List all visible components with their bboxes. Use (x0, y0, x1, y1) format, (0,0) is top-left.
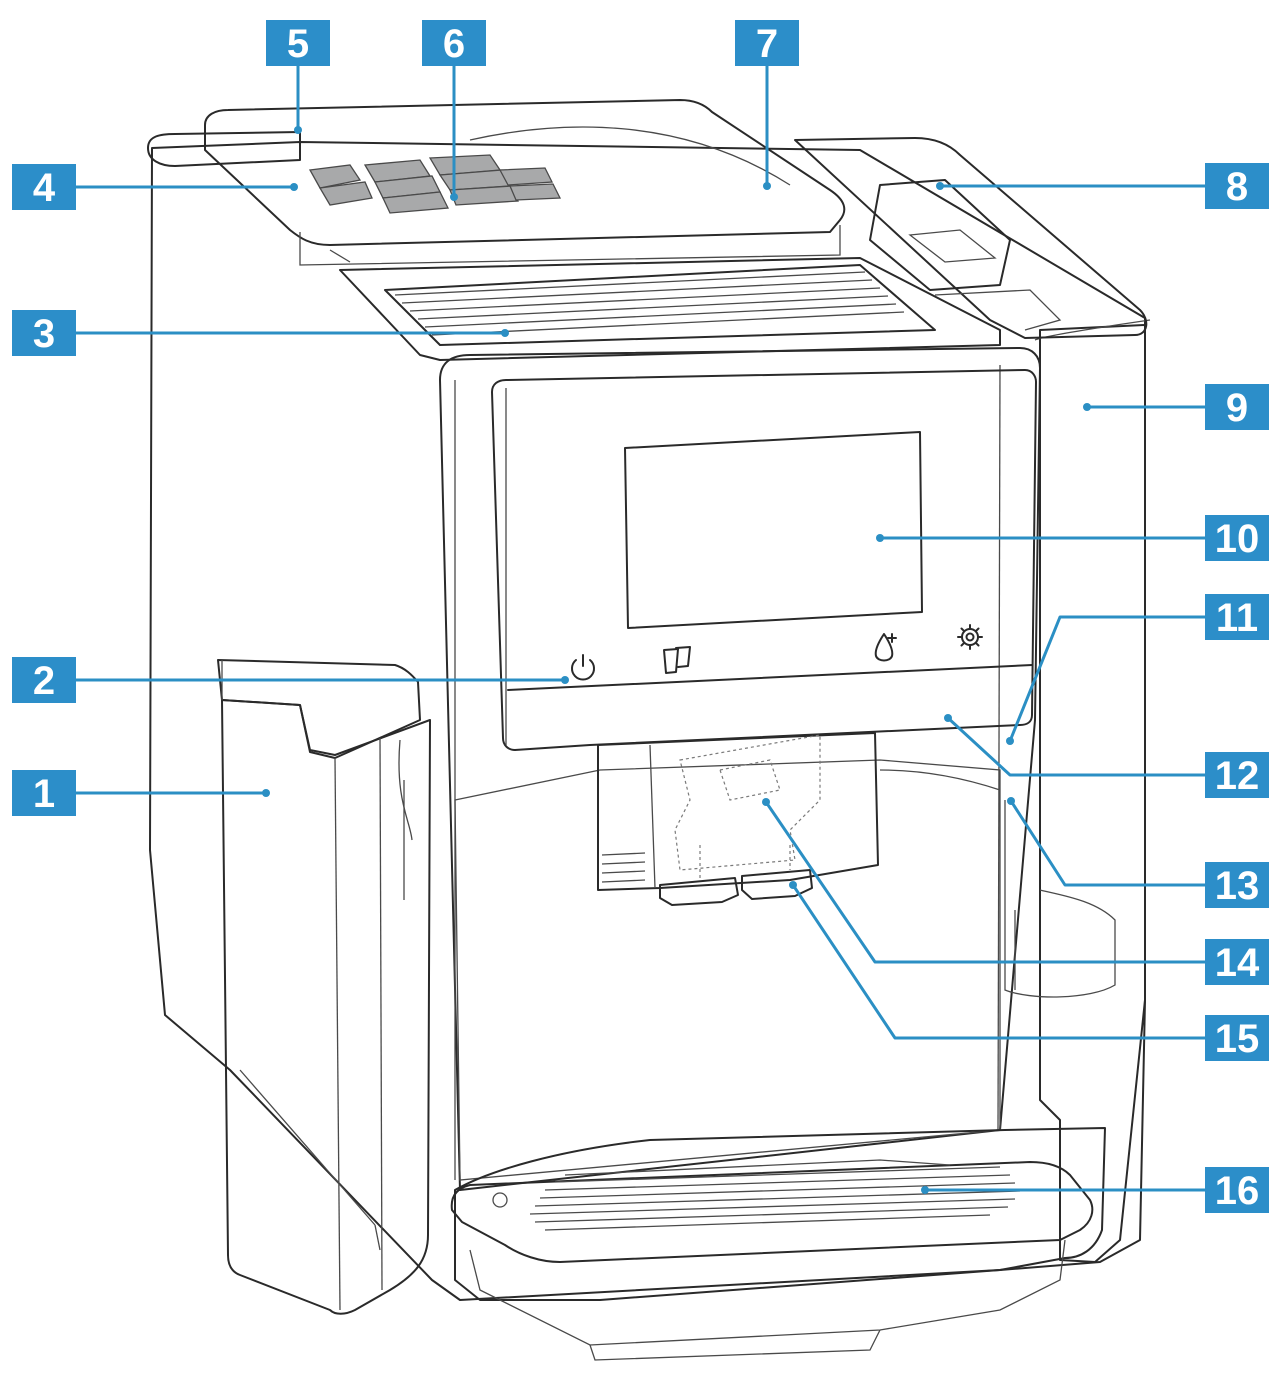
svg-text:2: 2 (33, 659, 55, 703)
callout-10: 10 (1205, 515, 1269, 561)
svg-text:3: 3 (33, 312, 55, 356)
svg-text:4: 4 (33, 166, 56, 210)
svg-text:1: 1 (33, 772, 55, 816)
callout-8: 8 (1205, 163, 1269, 209)
callout-4: 4 (12, 164, 76, 210)
svg-text:8: 8 (1226, 165, 1248, 209)
callout-7: 7 (735, 20, 799, 66)
callout-16: 16 (1205, 1167, 1269, 1213)
drip-grill (529, 1159, 1021, 1231)
milk-container (217, 659, 431, 1315)
svg-text:10: 10 (1215, 517, 1260, 561)
tray-lid (339, 257, 1001, 361)
svg-text:13: 13 (1215, 864, 1260, 908)
callout-3: 3 (12, 310, 76, 356)
drip-tray (450, 1127, 1106, 1361)
callout-11: 11 (1205, 594, 1269, 640)
callout-5: 5 (266, 20, 330, 66)
coffee-dispenser (597, 732, 879, 906)
callout-badges: 1 2 3 4 5 6 7 8 9 10 11 12 13 14 15 16 (12, 20, 1269, 1213)
callout-15: 15 (1205, 1015, 1269, 1061)
callout-1: 1 (12, 770, 76, 816)
callout-lines (74, 64, 1207, 1194)
drop-plus-icon[interactable] (874, 633, 897, 662)
svg-text:12: 12 (1215, 754, 1260, 798)
callout-14: 14 (1205, 939, 1269, 985)
callout-13: 13 (1205, 862, 1269, 908)
callout-6: 6 (422, 20, 486, 66)
svg-text:15: 15 (1215, 1017, 1260, 1061)
panel-icons (571, 624, 983, 681)
svg-text:16: 16 (1215, 1169, 1260, 1213)
callout-9: 9 (1205, 384, 1269, 430)
svg-text:9: 9 (1226, 386, 1248, 430)
power-icon[interactable] (571, 654, 595, 681)
control-panel (491, 369, 1037, 751)
svg-text:6: 6 (443, 22, 465, 66)
right-top-compartment (794, 137, 1148, 339)
svg-text:11: 11 (1216, 596, 1258, 640)
gear-icon[interactable] (957, 624, 983, 650)
display-screen (624, 431, 923, 629)
machine-body (147, 131, 1151, 1301)
cups-icon[interactable] (663, 646, 691, 674)
svg-text:14: 14 (1215, 941, 1260, 985)
callout-2: 2 (12, 657, 76, 703)
svg-text:7: 7 (756, 22, 778, 66)
svg-text:5: 5 (287, 22, 309, 66)
bean-container-lid (204, 99, 846, 266)
callout-12: 12 (1205, 752, 1269, 798)
